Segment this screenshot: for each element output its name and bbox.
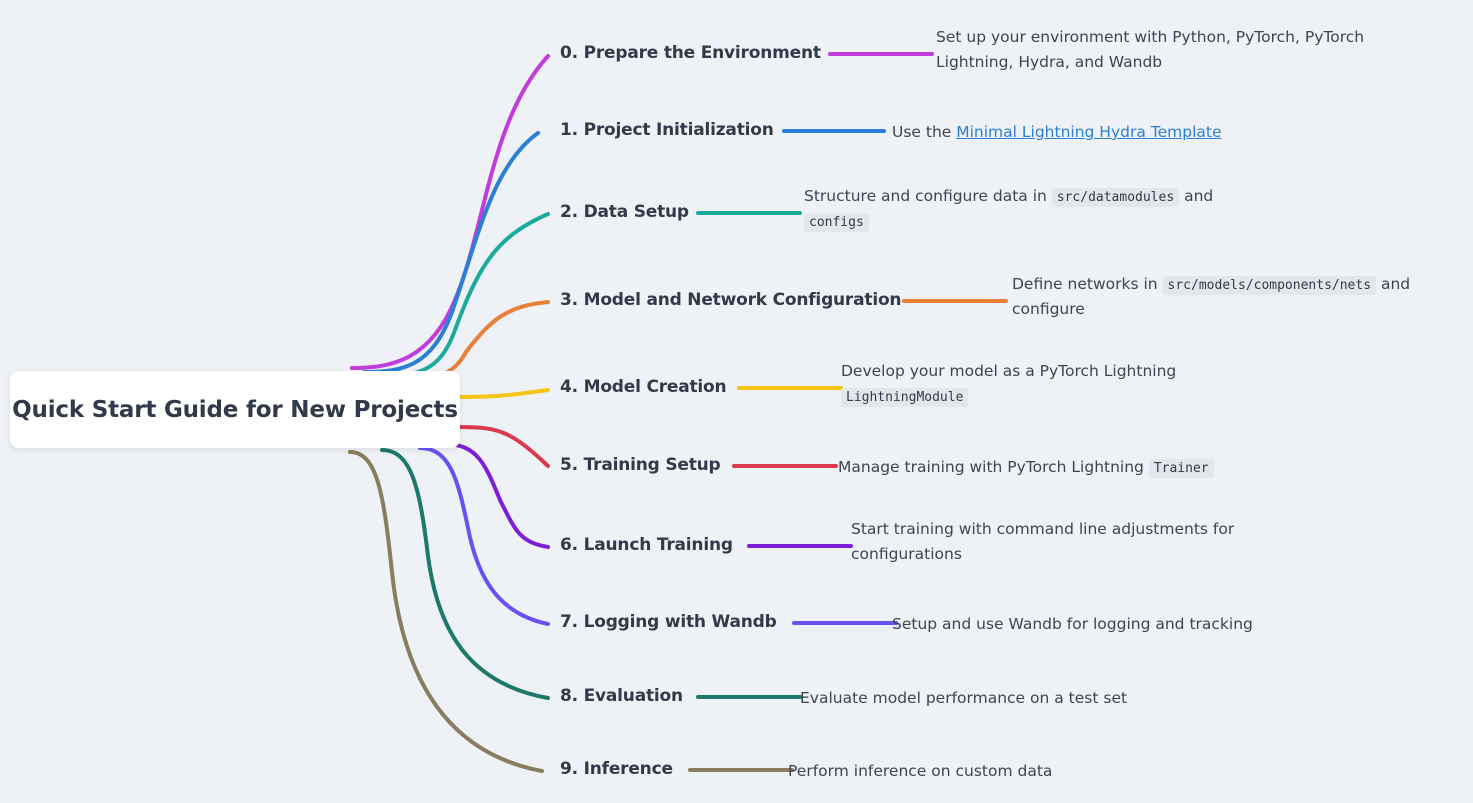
inline-code: configs <box>804 213 869 233</box>
branch-description-launch-training: Start training with command line adjustm… <box>851 520 1235 564</box>
branch-curve <box>418 446 550 626</box>
inline-code: src/datamodules <box>1051 188 1180 207</box>
branch-label-logging-with-wandb[interactable]: 7. Logging with Wandb <box>560 612 777 632</box>
branch-label-evaluation[interactable]: 8. Evaluation <box>560 686 683 706</box>
branch-description-data-setup: Structure and configure data in src/data… <box>804 187 1214 233</box>
branch-description-inference: Perform inference on custom data <box>788 762 1053 780</box>
branch-label-prepare-the-environment[interactable]: 0. Prepare the Environment <box>560 43 821 63</box>
branch-connector-model-creation <box>737 386 843 390</box>
branch-connector-model-and-network-configuration <box>902 299 1008 303</box>
branch-connector-data-setup <box>696 211 802 215</box>
branch-connector-logging-with-wandb <box>792 621 898 625</box>
branch-label-project-initialization[interactable]: 1. Project Initialization <box>560 120 774 140</box>
branch-description-model-creation: Develop your model as a PyTorch Lightnin… <box>841 362 1177 408</box>
inline-code: src/models/components/nets <box>1162 276 1377 295</box>
branch-description-model-and-network-configuration: Define networks in src/models/components… <box>1012 275 1411 319</box>
branch-description-logging-with-wandb: Setup and use Wandb for logging and trac… <box>892 615 1253 633</box>
branch-curve <box>458 388 550 399</box>
hyperlink[interactable]: Minimal Lightning Hydra Template <box>956 123 1222 141</box>
branch-description-project-initialization: Use the Minimal Lightning Hydra Template <box>892 123 1222 141</box>
branch-curve <box>458 425 550 468</box>
inline-code: LightningModule <box>841 388 969 408</box>
branch-label-inference[interactable]: 9. Inference <box>560 759 673 779</box>
branch-curve <box>362 131 540 374</box>
branch-curve <box>390 300 550 382</box>
branch-description-training-setup: Manage training with PyTorch Lightning T… <box>838 455 1268 480</box>
branch-connector-inference <box>688 768 794 772</box>
branch-description-evaluation: Evaluate model performance on a test set <box>800 689 1128 707</box>
branch-connector-launch-training <box>747 544 853 548</box>
branch-description-prepare-the-environment: Set up your environment with Python, PyT… <box>936 28 1365 72</box>
branch-curve <box>443 442 550 549</box>
branch-connector-prepare-the-environment <box>828 52 934 56</box>
branch-label-model-creation[interactable]: 4. Model Creation <box>560 377 727 397</box>
branch-connector-training-setup <box>732 464 838 468</box>
branch-label-model-and-network-configuration[interactable]: 3. Model and Network Configuration <box>560 290 902 310</box>
branch-label-data-setup[interactable]: 2. Data Setup <box>560 202 689 222</box>
root-node[interactable]: Quick Start Guide for New Projects <box>10 371 460 448</box>
branch-label-launch-training[interactable]: 6. Launch Training <box>560 535 733 555</box>
branch-label-training-setup[interactable]: 5. Training Setup <box>560 455 721 475</box>
root-node-title: Quick Start Guide for New Projects <box>12 396 458 423</box>
branch-curve <box>350 54 550 370</box>
branch-connector-project-initialization <box>782 129 886 133</box>
branch-connector-evaluation <box>696 695 802 699</box>
branch-curve <box>376 212 550 378</box>
branch-curve <box>380 448 550 700</box>
inline-code: Trainer <box>1148 459 1214 478</box>
branch-curve <box>348 450 544 773</box>
